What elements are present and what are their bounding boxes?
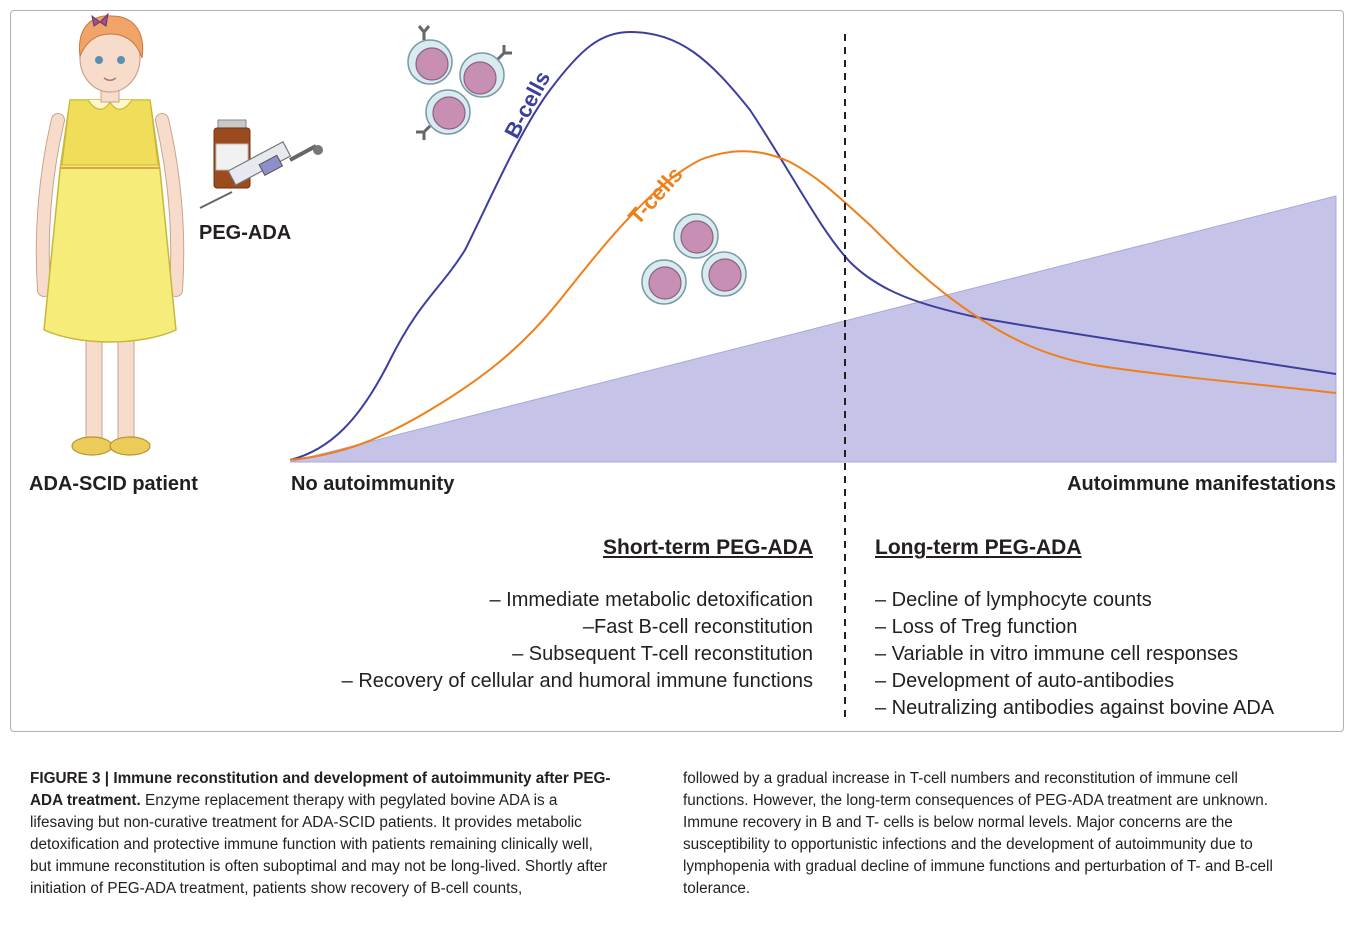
patient-illustration: [35, 12, 185, 456]
list-item: – Immediate metabolic detoxification: [489, 589, 814, 611]
t-cell-cluster: [641, 213, 747, 305]
short-term-heading: Short-term PEG-ADA: [602, 536, 813, 559]
autoimmunity-wedge: [289, 195, 1337, 463]
list-item: – Neutralizing antibodies against bovine…: [875, 697, 1275, 719]
list-item: – Development of auto-antibodies: [875, 670, 1175, 692]
patient-label: ADA-SCID patient: [29, 473, 198, 495]
short-term-list: – Immediate metabolic detoxification –Fa…: [342, 587, 813, 695]
list-item: – Variable in vitro immune cell response…: [875, 643, 1239, 665]
list-item: – Subsequent T-cell reconstitution: [512, 643, 813, 665]
b-cells-label: B-cells: [499, 67, 555, 142]
t-cells-label: T-cells: [623, 162, 687, 230]
long-term-list: – Decline of lymphocyte counts – Loss of…: [875, 587, 1274, 722]
list-item: – Recovery of cellular and humoral immun…: [341, 670, 813, 692]
axis-left-label: No autoimmunity: [291, 473, 455, 495]
caption-column-2: followed by a gradual increase in T-cell…: [683, 768, 1283, 900]
t-cell-curve: [289, 150, 1337, 461]
b-cell-cluster: [407, 25, 512, 140]
long-term-heading: Long-term PEG-ADA: [875, 536, 1082, 559]
figure-panel: [10, 10, 1344, 732]
list-item: – Decline of lymphocyte counts: [875, 589, 1152, 611]
caption-text-2: followed by a gradual increase in T-cell…: [683, 770, 1273, 897]
list-item: – Loss of Treg function: [875, 616, 1078, 638]
axis-right-label: Autoimmune manifestations: [1067, 473, 1336, 495]
drug-label: PEG-ADA: [199, 222, 292, 244]
caption-text-1: Enzyme replacement therapy with pegylate…: [30, 792, 608, 897]
caption-title: FIGURE 3 | Immune reconstitution and dev…: [30, 770, 611, 809]
caption-column-1: FIGURE 3 | Immune reconstitution and dev…: [30, 768, 618, 900]
list-item: –Fast B-cell reconstitution: [582, 616, 813, 638]
syringe-icon: [199, 141, 323, 209]
figure-illustration: B-cells T-cells: [35, 12, 1337, 722]
